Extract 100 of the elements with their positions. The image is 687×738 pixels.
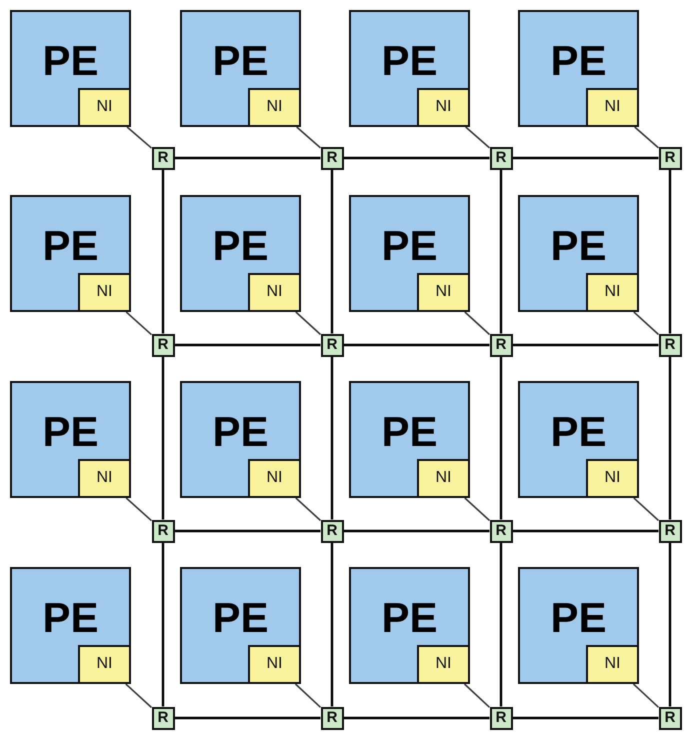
router-box	[320, 146, 344, 170]
network-interface-box	[417, 273, 470, 312]
connector-line	[464, 497, 490, 522]
router-label: R	[494, 708, 508, 726]
network-interface-box	[78, 273, 131, 312]
network-interface-box	[248, 459, 301, 498]
router-label: R	[156, 148, 170, 166]
router-label: R	[494, 336, 508, 354]
network-interface-label: NI	[604, 282, 622, 302]
processing-element-label: PE	[41, 409, 100, 455]
link-line	[344, 156, 490, 160]
network-interface-label: NI	[604, 97, 622, 117]
processing-element-label: PE	[41, 223, 100, 269]
link-line	[344, 344, 490, 346]
link-line	[330, 170, 334, 334]
router-box	[490, 334, 512, 356]
link-line	[500, 356, 502, 520]
link-line	[330, 542, 334, 706]
network-interface-label: NI	[604, 468, 622, 488]
router-label: R	[494, 522, 508, 540]
network-interface-box	[586, 88, 639, 127]
processing-element-box	[349, 195, 470, 312]
network-interface-label: NI	[266, 654, 284, 674]
network-interface-box	[586, 459, 639, 498]
router-label: R	[326, 148, 338, 166]
link-line	[162, 356, 164, 520]
router-box	[490, 706, 512, 730]
router-box	[658, 334, 682, 356]
link-line	[344, 716, 490, 720]
router-box	[658, 146, 682, 170]
link-line	[512, 344, 658, 346]
network-interface-label: NI	[96, 654, 114, 674]
processing-element-box	[349, 381, 470, 498]
link-line	[500, 542, 502, 706]
network-interface-box	[586, 273, 639, 312]
link-line	[668, 542, 672, 706]
router-label: R	[494, 148, 508, 166]
router-label: R	[326, 336, 338, 354]
router-label: R	[664, 522, 676, 540]
network-interface-label: NI	[434, 654, 452, 674]
connector-line	[464, 683, 490, 708]
link-line	[344, 530, 490, 532]
link-line	[174, 156, 320, 160]
connector-line	[295, 311, 322, 336]
router-box	[152, 334, 174, 356]
network-interface-box	[78, 88, 131, 127]
processing-element-label: PE	[41, 38, 100, 84]
router-box	[152, 146, 174, 170]
network-interface-label: NI	[434, 282, 452, 302]
network-interface-label: NI	[266, 468, 284, 488]
network-interface-box	[586, 645, 639, 684]
router-label: R	[326, 522, 338, 540]
processing-element-label: PE	[211, 409, 270, 455]
network-interface-label: NI	[96, 468, 114, 488]
router-label: R	[664, 336, 676, 354]
link-line	[512, 716, 658, 720]
processing-element-box	[180, 10, 301, 127]
connector-line	[294, 683, 322, 708]
router-box	[490, 146, 512, 170]
processing-element-label: PE	[549, 223, 608, 269]
processing-element-box	[180, 567, 301, 684]
link-line	[512, 156, 658, 160]
processing-element-label: PE	[380, 38, 439, 84]
connector-line	[296, 126, 322, 148]
network-interface-label: NI	[434, 97, 452, 117]
network-interface-label: NI	[604, 654, 622, 674]
link-line	[174, 344, 320, 346]
connector-line	[126, 497, 152, 522]
processing-element-label: PE	[211, 595, 270, 641]
network-interface-label: NI	[434, 468, 452, 488]
processing-element-box	[10, 195, 131, 312]
processing-element-box	[518, 195, 639, 312]
connector-line	[465, 126, 490, 148]
network-interface-box	[248, 645, 301, 684]
network-interface-label: NI	[96, 282, 114, 302]
link-line	[162, 542, 164, 706]
connector-line	[633, 497, 660, 522]
router-label: R	[156, 336, 170, 354]
network-interface-box	[248, 273, 301, 312]
link-line	[512, 530, 658, 532]
processing-element-label: PE	[549, 595, 608, 641]
processing-element-label: PE	[380, 223, 439, 269]
router-box	[658, 520, 682, 542]
connector-line	[634, 126, 660, 148]
processing-element-box	[10, 381, 131, 498]
link-line	[668, 170, 672, 334]
router-label: R	[326, 708, 338, 726]
network-interface-box	[248, 88, 301, 127]
network-interface-box	[78, 459, 131, 498]
network-interface-box	[78, 645, 131, 684]
network-interface-label: NI	[96, 97, 114, 117]
network-interface-box	[417, 459, 470, 498]
link-line	[668, 356, 672, 520]
processing-element-box	[180, 195, 301, 312]
processing-element-box	[180, 381, 301, 498]
processing-element-label: PE	[549, 409, 608, 455]
processing-element-box	[10, 10, 131, 127]
processing-element-box	[518, 10, 639, 127]
processing-element-box	[518, 381, 639, 498]
network-interface-box	[417, 88, 470, 127]
